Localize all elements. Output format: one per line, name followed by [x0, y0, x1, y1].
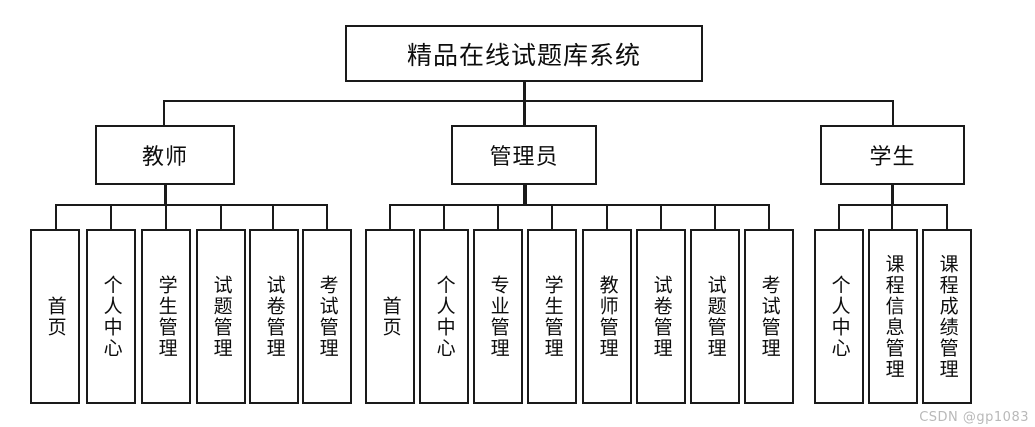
connector-teacher-leaf-drop-1	[55, 204, 57, 229]
connector-student-leaf-drop-1	[838, 204, 840, 229]
leaf-node-label: 课程成绩管理	[936, 253, 958, 380]
leaf-node-label: 个人中心	[433, 274, 455, 359]
leaf-node-teacher-2: 个人中心	[86, 229, 136, 404]
connector-admin-leaf-drop-3	[497, 204, 499, 229]
connector-teacher-leaf-drop-5	[272, 204, 274, 229]
leaf-node-label: 个人中心	[100, 274, 122, 359]
leaf-node-label: 试卷管理	[263, 274, 285, 359]
watermark-text: CSDN @gp1083	[919, 410, 1029, 425]
leaf-node-admin-6: 试卷管理	[636, 229, 686, 404]
connector-main-bus	[163, 100, 894, 102]
leaf-node-label: 试题管理	[704, 274, 726, 359]
leaf-node-label: 考试管理	[758, 274, 780, 359]
connector-teacher-leaf-drop-2	[110, 204, 112, 229]
leaf-node-student-3: 课程成绩管理	[922, 229, 972, 404]
connector-student-bus	[838, 204, 948, 206]
leaf-node-label: 首页	[44, 295, 66, 338]
branch-node-admin: 管理员	[451, 125, 597, 185]
leaf-node-label: 试题管理	[210, 274, 232, 359]
leaf-node-label: 专业管理	[487, 274, 509, 359]
connector-admin-leaf-drop-7	[714, 204, 716, 229]
connector-drop-student	[892, 100, 894, 125]
connector-admin-leaf-drop-6	[660, 204, 662, 229]
branch-node-teacher-label: 教师	[141, 144, 188, 169]
connector-drop-teacher	[163, 100, 165, 125]
branch-node-teacher: 教师	[95, 125, 235, 185]
leaf-node-label: 个人中心	[828, 274, 850, 359]
leaf-node-label: 学生管理	[541, 274, 563, 359]
connector-student-leaf-drop-2	[891, 204, 893, 229]
connector-teacher-bus	[55, 204, 328, 206]
leaf-node-admin-2: 个人中心	[419, 229, 469, 404]
leaf-node-label: 学生管理	[155, 274, 177, 359]
connector-drop-admin	[523, 100, 526, 125]
root-node-system-title: 精品在线试题库系统	[345, 25, 703, 82]
leaf-node-label: 教师管理	[596, 274, 618, 359]
leaf-node-label: 试卷管理	[650, 274, 672, 359]
connector-admin-leaf-drop-8	[768, 204, 770, 229]
leaf-node-label: 首页	[379, 295, 401, 338]
connector-admin-stem	[523, 185, 527, 205]
leaf-node-admin-7: 试题管理	[690, 229, 740, 404]
connector-student-stem	[891, 185, 894, 205]
leaf-node-teacher-6: 考试管理	[302, 229, 352, 404]
connector-admin-bus	[389, 204, 770, 206]
branch-node-admin-label: 管理员	[489, 144, 559, 169]
leaf-node-admin-8: 考试管理	[744, 229, 794, 404]
root-node-label: 精品在线试题库系统	[406, 42, 641, 70]
leaf-node-teacher-1: 首页	[30, 229, 80, 404]
leaf-node-label: 考试管理	[316, 274, 338, 359]
branch-node-student-label: 学生	[869, 144, 916, 169]
connector-teacher-leaf-drop-4	[220, 204, 222, 229]
leaf-node-admin-1: 首页	[365, 229, 415, 404]
leaf-node-admin-3: 专业管理	[473, 229, 523, 404]
connector-admin-leaf-drop-4	[551, 204, 553, 229]
connector-teacher-stem	[164, 185, 167, 205]
leaf-node-student-2: 课程信息管理	[868, 229, 918, 404]
leaf-node-label: 课程信息管理	[882, 253, 904, 380]
connector-root-stem	[523, 82, 526, 102]
leaf-node-teacher-4: 试题管理	[196, 229, 246, 404]
connector-admin-leaf-drop-2	[443, 204, 445, 229]
branch-node-student: 学生	[820, 125, 965, 185]
connector-admin-leaf-drop-1	[389, 204, 391, 229]
connector-teacher-leaf-drop-3	[165, 204, 167, 229]
connector-student-leaf-drop-3	[946, 204, 948, 229]
connector-admin-leaf-drop-5	[606, 204, 608, 229]
leaf-node-teacher-5: 试卷管理	[249, 229, 299, 404]
leaf-node-student-1: 个人中心	[814, 229, 864, 404]
leaf-node-admin-4: 学生管理	[527, 229, 577, 404]
leaf-node-admin-5: 教师管理	[582, 229, 632, 404]
connector-teacher-leaf-drop-6	[326, 204, 328, 229]
leaf-node-teacher-3: 学生管理	[141, 229, 191, 404]
